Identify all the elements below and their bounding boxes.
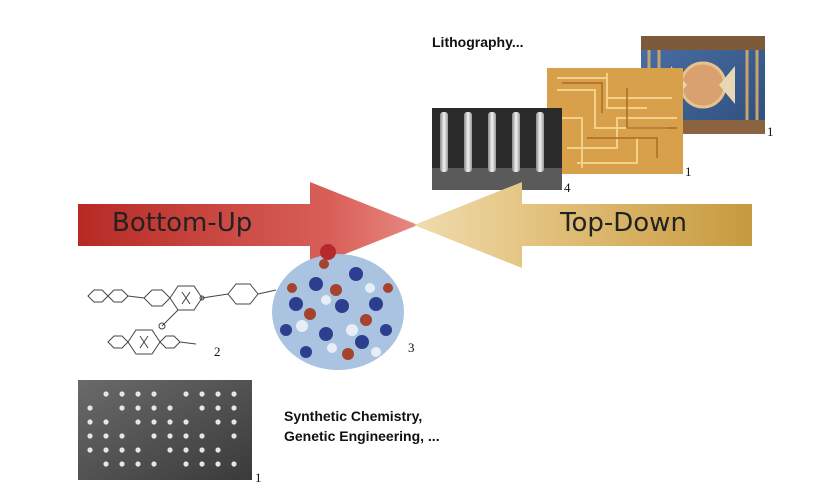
atom-dot — [119, 461, 125, 467]
lithography-pillars-image — [432, 108, 562, 190]
atom-dot — [87, 447, 93, 453]
atom-dot — [135, 405, 141, 411]
atom-dot — [199, 433, 205, 439]
atom-dot — [103, 447, 109, 453]
atom-surface-image — [78, 380, 252, 480]
ref-number: 1 — [255, 470, 262, 485]
porphyrin-molecule-image — [78, 268, 278, 364]
atom-dot — [215, 419, 221, 425]
atom-dot — [183, 461, 189, 467]
top-down-arrow — [414, 182, 752, 268]
atom-dot — [215, 461, 221, 467]
atom-dot — [231, 391, 237, 397]
atom-dot — [167, 447, 173, 453]
atom-dot — [215, 447, 221, 453]
atom-dot — [199, 461, 205, 467]
atom-dot — [135, 447, 141, 453]
atom-dot — [103, 461, 109, 467]
atom-dot — [87, 405, 93, 411]
ref-number: 2 — [214, 344, 221, 359]
bottom-caption: Synthetic Chemistry, Genetic Engineering… — [284, 406, 440, 446]
atom-dot — [231, 419, 237, 425]
ref-number: 4 — [564, 180, 571, 195]
atom-dot — [231, 433, 237, 439]
atom-dot — [119, 391, 125, 397]
atom-dot — [167, 405, 173, 411]
atom-dot — [183, 391, 189, 397]
atom-dot — [199, 405, 205, 411]
atom-dot — [199, 391, 205, 397]
atom-dot — [183, 419, 189, 425]
atom-dot — [151, 461, 157, 467]
atom-dot — [151, 433, 157, 439]
atom-dot — [135, 419, 141, 425]
atom-dot — [151, 419, 157, 425]
atom-dot — [103, 391, 109, 397]
protein-model-image — [266, 244, 408, 374]
atom-dot — [215, 391, 221, 397]
atom-dot — [103, 419, 109, 425]
atom-dot — [87, 433, 93, 439]
atom-dot — [135, 461, 141, 467]
atom-dot — [167, 419, 173, 425]
lithography-caption: Lithography... — [432, 34, 524, 50]
atom-dot — [103, 433, 109, 439]
bottom-caption-line2: Genetic Engineering, ... — [284, 428, 440, 444]
atom-dot — [231, 405, 237, 411]
ref-number: 1 — [767, 124, 774, 139]
atom-dot — [119, 405, 125, 411]
ref-number: 3 — [408, 340, 415, 355]
ref-number: 1 — [685, 164, 692, 179]
atom-dot — [183, 447, 189, 453]
atom-dot — [151, 391, 157, 397]
top-down-label: Top-Down — [560, 208, 687, 238]
atom-dot — [119, 447, 125, 453]
bottom-caption-line1: Synthetic Chemistry, — [284, 408, 423, 424]
atom-dot — [119, 433, 125, 439]
atom-dot — [167, 433, 173, 439]
atom-dot — [199, 447, 205, 453]
atom-dot — [151, 405, 157, 411]
atom-dot — [87, 419, 93, 425]
lithography-chip-gold-image — [547, 68, 683, 174]
atom-dot — [231, 461, 237, 467]
bottom-up-label: Bottom-Up — [112, 208, 253, 238]
atom-dot — [215, 405, 221, 411]
atom-dot — [135, 391, 141, 397]
atom-dot — [183, 433, 189, 439]
